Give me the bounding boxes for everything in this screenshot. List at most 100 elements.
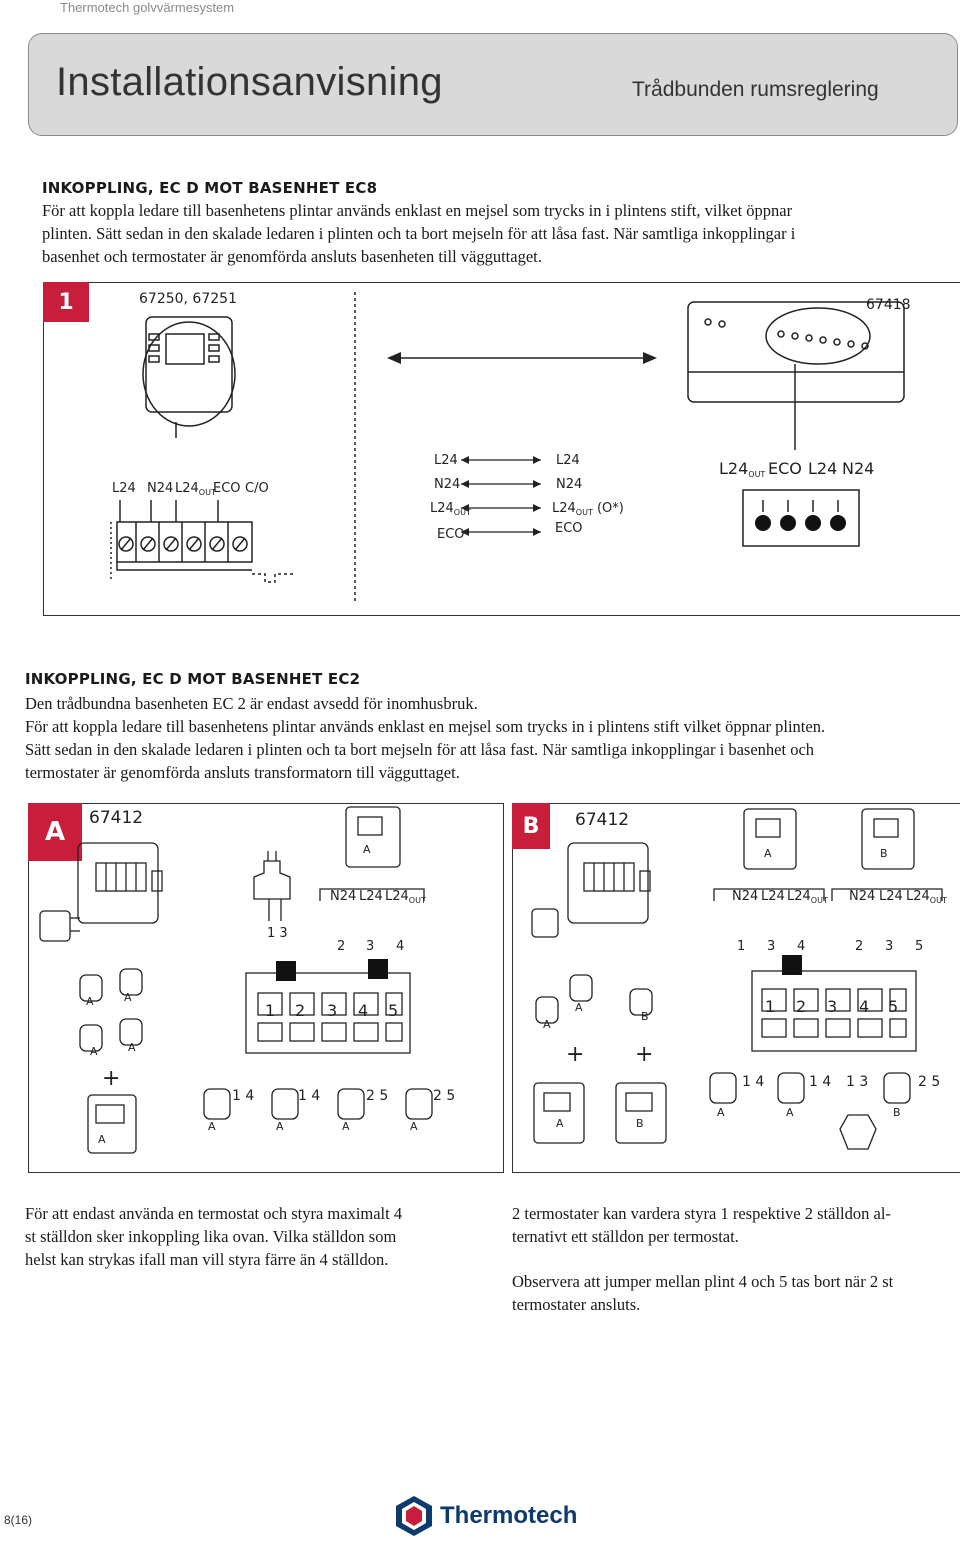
figure-1-badge: 1 (43, 282, 89, 322)
figure-a-terminal-l24: L24 (359, 889, 383, 904)
actuator-label: A (86, 995, 94, 1008)
thermostat-code: 67250, 67251 (139, 291, 237, 307)
actuator-label: A (786, 1106, 794, 1119)
actuator-label: B (641, 1010, 649, 1023)
figure-b-num: 3 (767, 939, 776, 954)
base-terminal-n24: N24 (842, 459, 875, 478)
figure-b-thermostat-b: B (880, 847, 888, 860)
figure-b-block-num: 5 (888, 997, 899, 1016)
thermostat-label: A (98, 1133, 106, 1146)
actuator-wire-nums: 1 4 (232, 1088, 255, 1104)
figure-b-terminal-l24-out-a: L24OUT (787, 889, 828, 905)
figure-a-terminal-n24: N24 (330, 889, 357, 904)
figure-b-num: 2 (855, 939, 864, 954)
document-subtitle: Trådbunden rumsreglering (632, 78, 879, 101)
figure-b-num: 5 (915, 939, 924, 954)
section-heading-ec8: INKOPPLING, EC D MOT BASENHET EC8 (42, 179, 378, 197)
figure-b-block-num: 4 (859, 997, 870, 1016)
actuator-wire-nums: 1 4 (742, 1074, 765, 1090)
figure-a-plus: + (102, 1066, 121, 1091)
text-line: För att koppla ledare till basenhetens p… (42, 201, 793, 220)
figure-a-block-num: 1 (265, 1001, 276, 1020)
figure-a-block-num: 5 (388, 1001, 399, 1020)
figure-a-badge: A (28, 803, 82, 861)
text-line: helst kan strykas ifall man vill styra f… (25, 1250, 389, 1269)
text-line: st ställdon sker inkoppling lika ovan. V… (25, 1227, 397, 1246)
section-text-ec8: För att koppla ledare till basenhetens p… (42, 199, 795, 268)
figure-b-terminal-n24-b: N24 (849, 889, 876, 904)
figure-b-plus-2: + (635, 1042, 654, 1067)
figure-a-block-num: 2 (295, 1001, 306, 1020)
thermostat-label: B (636, 1117, 644, 1130)
figure-b-block-num: 1 (765, 997, 776, 1016)
company-name: Thermotech golvvärmesystem (60, 0, 235, 15)
actuator-wire-nums: 1 3 (846, 1074, 869, 1090)
text-line: Observera att jumper mellan plint 4 och … (512, 1272, 894, 1291)
actuator-wire-nums: 1 4 (298, 1088, 321, 1104)
mid-right-eco: ECO (555, 521, 583, 536)
figure-b-block-num: 3 (827, 997, 838, 1016)
mid-eco: ECO (437, 527, 465, 542)
actuator-label: A (575, 1001, 583, 1014)
base-terminal-l24: L24 (808, 459, 838, 478)
thermostat-label: A (556, 1117, 564, 1130)
figure-b-block-num: 2 (796, 997, 807, 1016)
wiring-diagram-1 (110, 292, 905, 602)
actuator-wire-nums: 1 4 (809, 1074, 832, 1090)
figure-b-terminal-n24-a: N24 (732, 889, 759, 904)
figure-b-num: 4 (797, 939, 806, 954)
terminal-co: C/O (245, 481, 269, 496)
text-line: Sätt sedan in den skalade ledaren i plin… (25, 740, 815, 759)
figure-b-code: 67412 (575, 810, 630, 830)
actuator-label: A (276, 1120, 284, 1133)
figure-b-num: 1 (737, 939, 746, 954)
figure-a-num: 4 (396, 939, 405, 954)
figure-a-terminal-l24-out: L24OUT (385, 889, 426, 905)
thermotech-logo-icon (396, 1496, 432, 1536)
text-line: ternativt ett ställdon per termostat. (512, 1227, 739, 1246)
terminal-l24: L24 (112, 481, 136, 496)
text-line: Den trådbundna basenheten EC 2 är endast… (25, 694, 478, 713)
note-two-thermostats: 2 termostater kan vardera styra 1 respek… (512, 1202, 893, 1316)
actuator-label: A (410, 1120, 418, 1133)
document-title: Installationsanvisning (56, 60, 443, 104)
mid-l24: L24 (434, 453, 458, 468)
page-number: 8(16) (4, 1513, 33, 1527)
figure-b-thermostat-a: A (764, 847, 772, 860)
terminal-eco: ECO (213, 481, 241, 496)
figure-b-terminal-l24-a: L24 (761, 889, 785, 904)
note-single-thermostat: För att endast använda en termostat och … (25, 1202, 402, 1271)
actuator-label: B (893, 1106, 901, 1119)
actuator-label: A (543, 1018, 551, 1031)
text-line: 2 termostater kan vardera styra 1 respek… (512, 1204, 891, 1223)
actuator-label: A (90, 1045, 98, 1058)
actuator-label: A (717, 1106, 725, 1119)
figure-b-terminal-l24-b: L24 (879, 889, 903, 904)
actuator-label: A (208, 1120, 216, 1133)
figure-b-terminal-l24-out-b: L24OUT (906, 889, 947, 905)
figure-a-num: 3 (366, 939, 375, 954)
actuator-wire-nums: 2 5 (366, 1088, 389, 1104)
section-heading-ec2: INKOPPLING, EC D MOT BASENHET EC2 (25, 670, 361, 688)
thermotech-logo-text: Thermotech (440, 1502, 578, 1529)
text-line: För att koppla ledare till basenhetens p… (25, 717, 826, 736)
base-unit-code: 67418 (866, 297, 911, 313)
mid-right-l24: L24 (556, 453, 580, 468)
actuator-wire-nums: 2 5 (433, 1088, 456, 1104)
text-line: termostater ansluts. (512, 1295, 641, 1314)
figure-b-badge: B (512, 803, 550, 849)
figure-a-plug-numbers: 1 3 (267, 926, 288, 941)
figure-a-block-num: 3 (327, 1001, 338, 1020)
actuator-wire-nums: 2 5 (918, 1074, 941, 1090)
mid-right-l24-out: L24OUT (O*) (552, 501, 624, 517)
text-line: För att endast använda en termostat och … (25, 1204, 403, 1223)
actuator-label: A (342, 1120, 350, 1133)
section-text-ec2: Den trådbundna basenheten EC 2 är endast… (25, 692, 825, 784)
figure-a-code: 67412 (89, 808, 144, 828)
figure-a-num: 2 (337, 939, 346, 954)
actuator-label: A (128, 1041, 136, 1054)
wiring-diagram-a (39, 806, 433, 1154)
text-line: plinten. Sätt sedan in den skalade ledar… (42, 224, 796, 243)
base-terminal-l24-out: L24OUT (719, 459, 766, 479)
wiring-diagram-b (531, 808, 943, 1150)
